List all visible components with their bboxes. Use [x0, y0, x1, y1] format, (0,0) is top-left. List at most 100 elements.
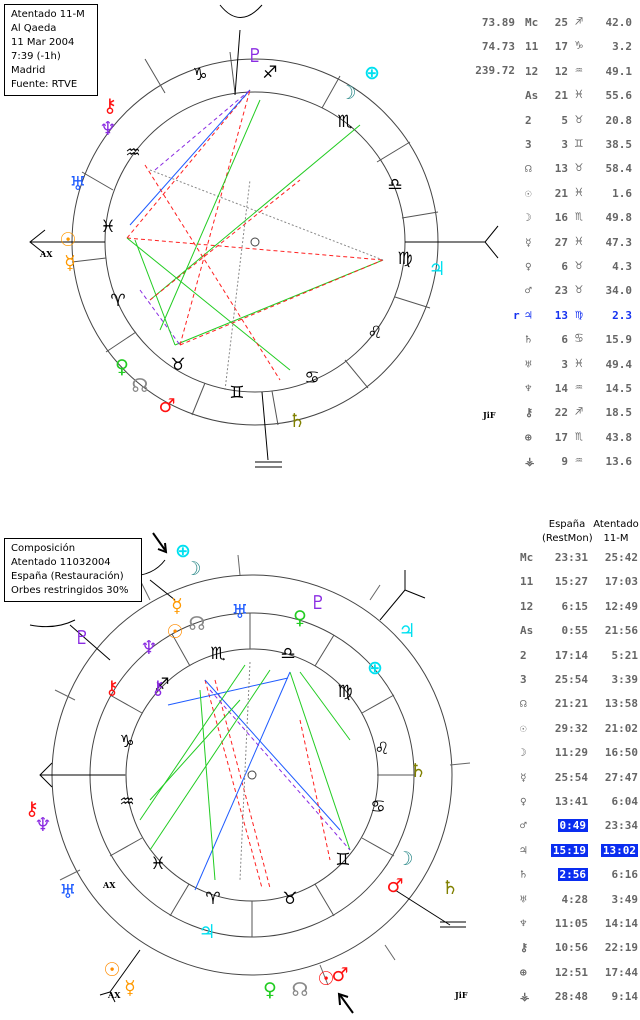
espana-value: 28:48: [554, 990, 588, 1004]
svg-text:♅: ♅: [59, 881, 76, 903]
minutes: 3.2: [612, 40, 632, 54]
minutes: 18.5: [605, 406, 633, 420]
degree: 17: [554, 40, 568, 54]
point-symbol: ♃: [520, 843, 527, 857]
sign-icon: ♏: [575, 209, 583, 225]
chart1-aspect-lines: [126, 89, 384, 391]
svg-text:♑: ♑: [192, 65, 207, 85]
svg-text:♂: ♂: [331, 964, 348, 986]
value-row: 239.72: [455, 64, 515, 78]
minutes: 15.9: [605, 333, 633, 347]
chart2-signature: JiF: [455, 990, 468, 1000]
svg-text:☽: ☽: [339, 82, 356, 104]
point-symbol: 11: [520, 575, 534, 589]
minutes: 20.8: [605, 113, 633, 127]
degree: 12: [554, 64, 568, 78]
degree: 14: [554, 382, 568, 395]
chart2-center: [247, 770, 257, 780]
svg-text:☊: ☊: [292, 979, 309, 1001]
atentado-value: 17:44: [604, 965, 638, 979]
position-row: ☽16♏49.8: [500, 209, 640, 225]
composite-row: ♃ 15:19 13:02: [515, 843, 640, 858]
position-row: ♄6♋15.9: [500, 331, 640, 347]
atentado-value: 13:02: [600, 843, 638, 857]
point-symbol: ☉: [525, 186, 532, 200]
svg-text:♆: ♆: [140, 637, 157, 659]
point-symbol: As: [520, 624, 534, 638]
svg-text:☉: ☉: [166, 621, 183, 643]
chart2-wheel: [29, 554, 471, 1003]
svg-text:⚷: ⚷: [103, 95, 117, 117]
svg-text:♑: ♑: [119, 732, 134, 752]
svg-text:♍: ♍: [337, 682, 352, 702]
svg-text:☿: ☿: [171, 595, 183, 617]
sign-icon: ♒: [575, 62, 583, 78]
chart1-sign-dividers: [71, 51, 439, 426]
svg-text:♉: ♉: [282, 889, 297, 909]
info-line: Atentado 11-M: [11, 9, 85, 20]
chart1-ax-label: AX: [40, 249, 53, 259]
degree: 17: [554, 430, 568, 444]
sign-icon: ♓: [575, 87, 583, 103]
degree: 23: [554, 284, 568, 298]
degree: 21: [554, 186, 568, 200]
degree: 13: [554, 162, 568, 176]
point-symbol: ☿: [520, 770, 527, 784]
info-line: Al Qaeda: [11, 23, 57, 34]
svg-text:♇: ♇: [246, 45, 263, 67]
espana-value: 25:54: [554, 673, 588, 686]
point-symbol: Mc: [525, 16, 539, 29]
minutes: 43.8: [605, 430, 633, 444]
svg-text:♅: ♅: [231, 601, 248, 623]
atentado-value: 21:02: [604, 721, 638, 735]
svg-text:♃: ♃: [428, 258, 445, 280]
minutes: 49.1: [605, 64, 633, 78]
espana-value: 2:56: [557, 868, 588, 882]
degree: 5: [561, 113, 568, 127]
point-symbol: ♀: [525, 260, 532, 273]
position-row: ⚶9♒13.6: [500, 453, 640, 469]
point-symbol: ☊: [525, 162, 532, 176]
svg-text:☿: ☿: [64, 252, 76, 274]
retrograde-marker: r: [513, 308, 520, 322]
point-symbol: ♄: [525, 333, 532, 347]
svg-text:♃: ♃: [198, 921, 215, 943]
sign-icon: ♒: [575, 380, 583, 395]
position-row: ♂23♉34.0: [500, 282, 640, 298]
sign-icon: ♐: [575, 404, 583, 420]
sign-icon: ♓: [575, 355, 583, 371]
svg-text:♇: ♇: [309, 592, 326, 614]
sign-icon: ♑: [575, 38, 583, 54]
atentado-value: 5:21: [611, 648, 639, 662]
position-row: r♃13♍2.3: [500, 307, 640, 323]
degree: 6: [561, 333, 568, 347]
point-symbol: ♃: [525, 308, 532, 322]
point-symbol: ⊕: [520, 965, 527, 979]
point-symbol: ♂: [525, 284, 532, 298]
point-symbol: ⊕: [525, 430, 532, 444]
svg-text:♃: ♃: [398, 620, 415, 642]
minutes: 34.0: [605, 284, 633, 298]
minutes: 1.6: [612, 186, 632, 200]
position-row: ☊13♉58.4: [500, 160, 640, 176]
point-symbol: ♄: [520, 868, 527, 882]
sign-icon: ♓: [575, 233, 583, 249]
atentado-value: 21:56: [604, 624, 638, 638]
info-line: Orbes restringidos 30%: [11, 585, 129, 596]
degree: 27: [554, 235, 568, 249]
atentado-value: 14:14: [604, 917, 638, 930]
sign-icon: ♒: [575, 453, 583, 469]
degree: 3: [561, 138, 568, 151]
espana-value: 15:19: [550, 843, 588, 857]
svg-text:⚷: ⚷: [151, 677, 165, 699]
svg-text:♉: ♉: [170, 355, 185, 375]
